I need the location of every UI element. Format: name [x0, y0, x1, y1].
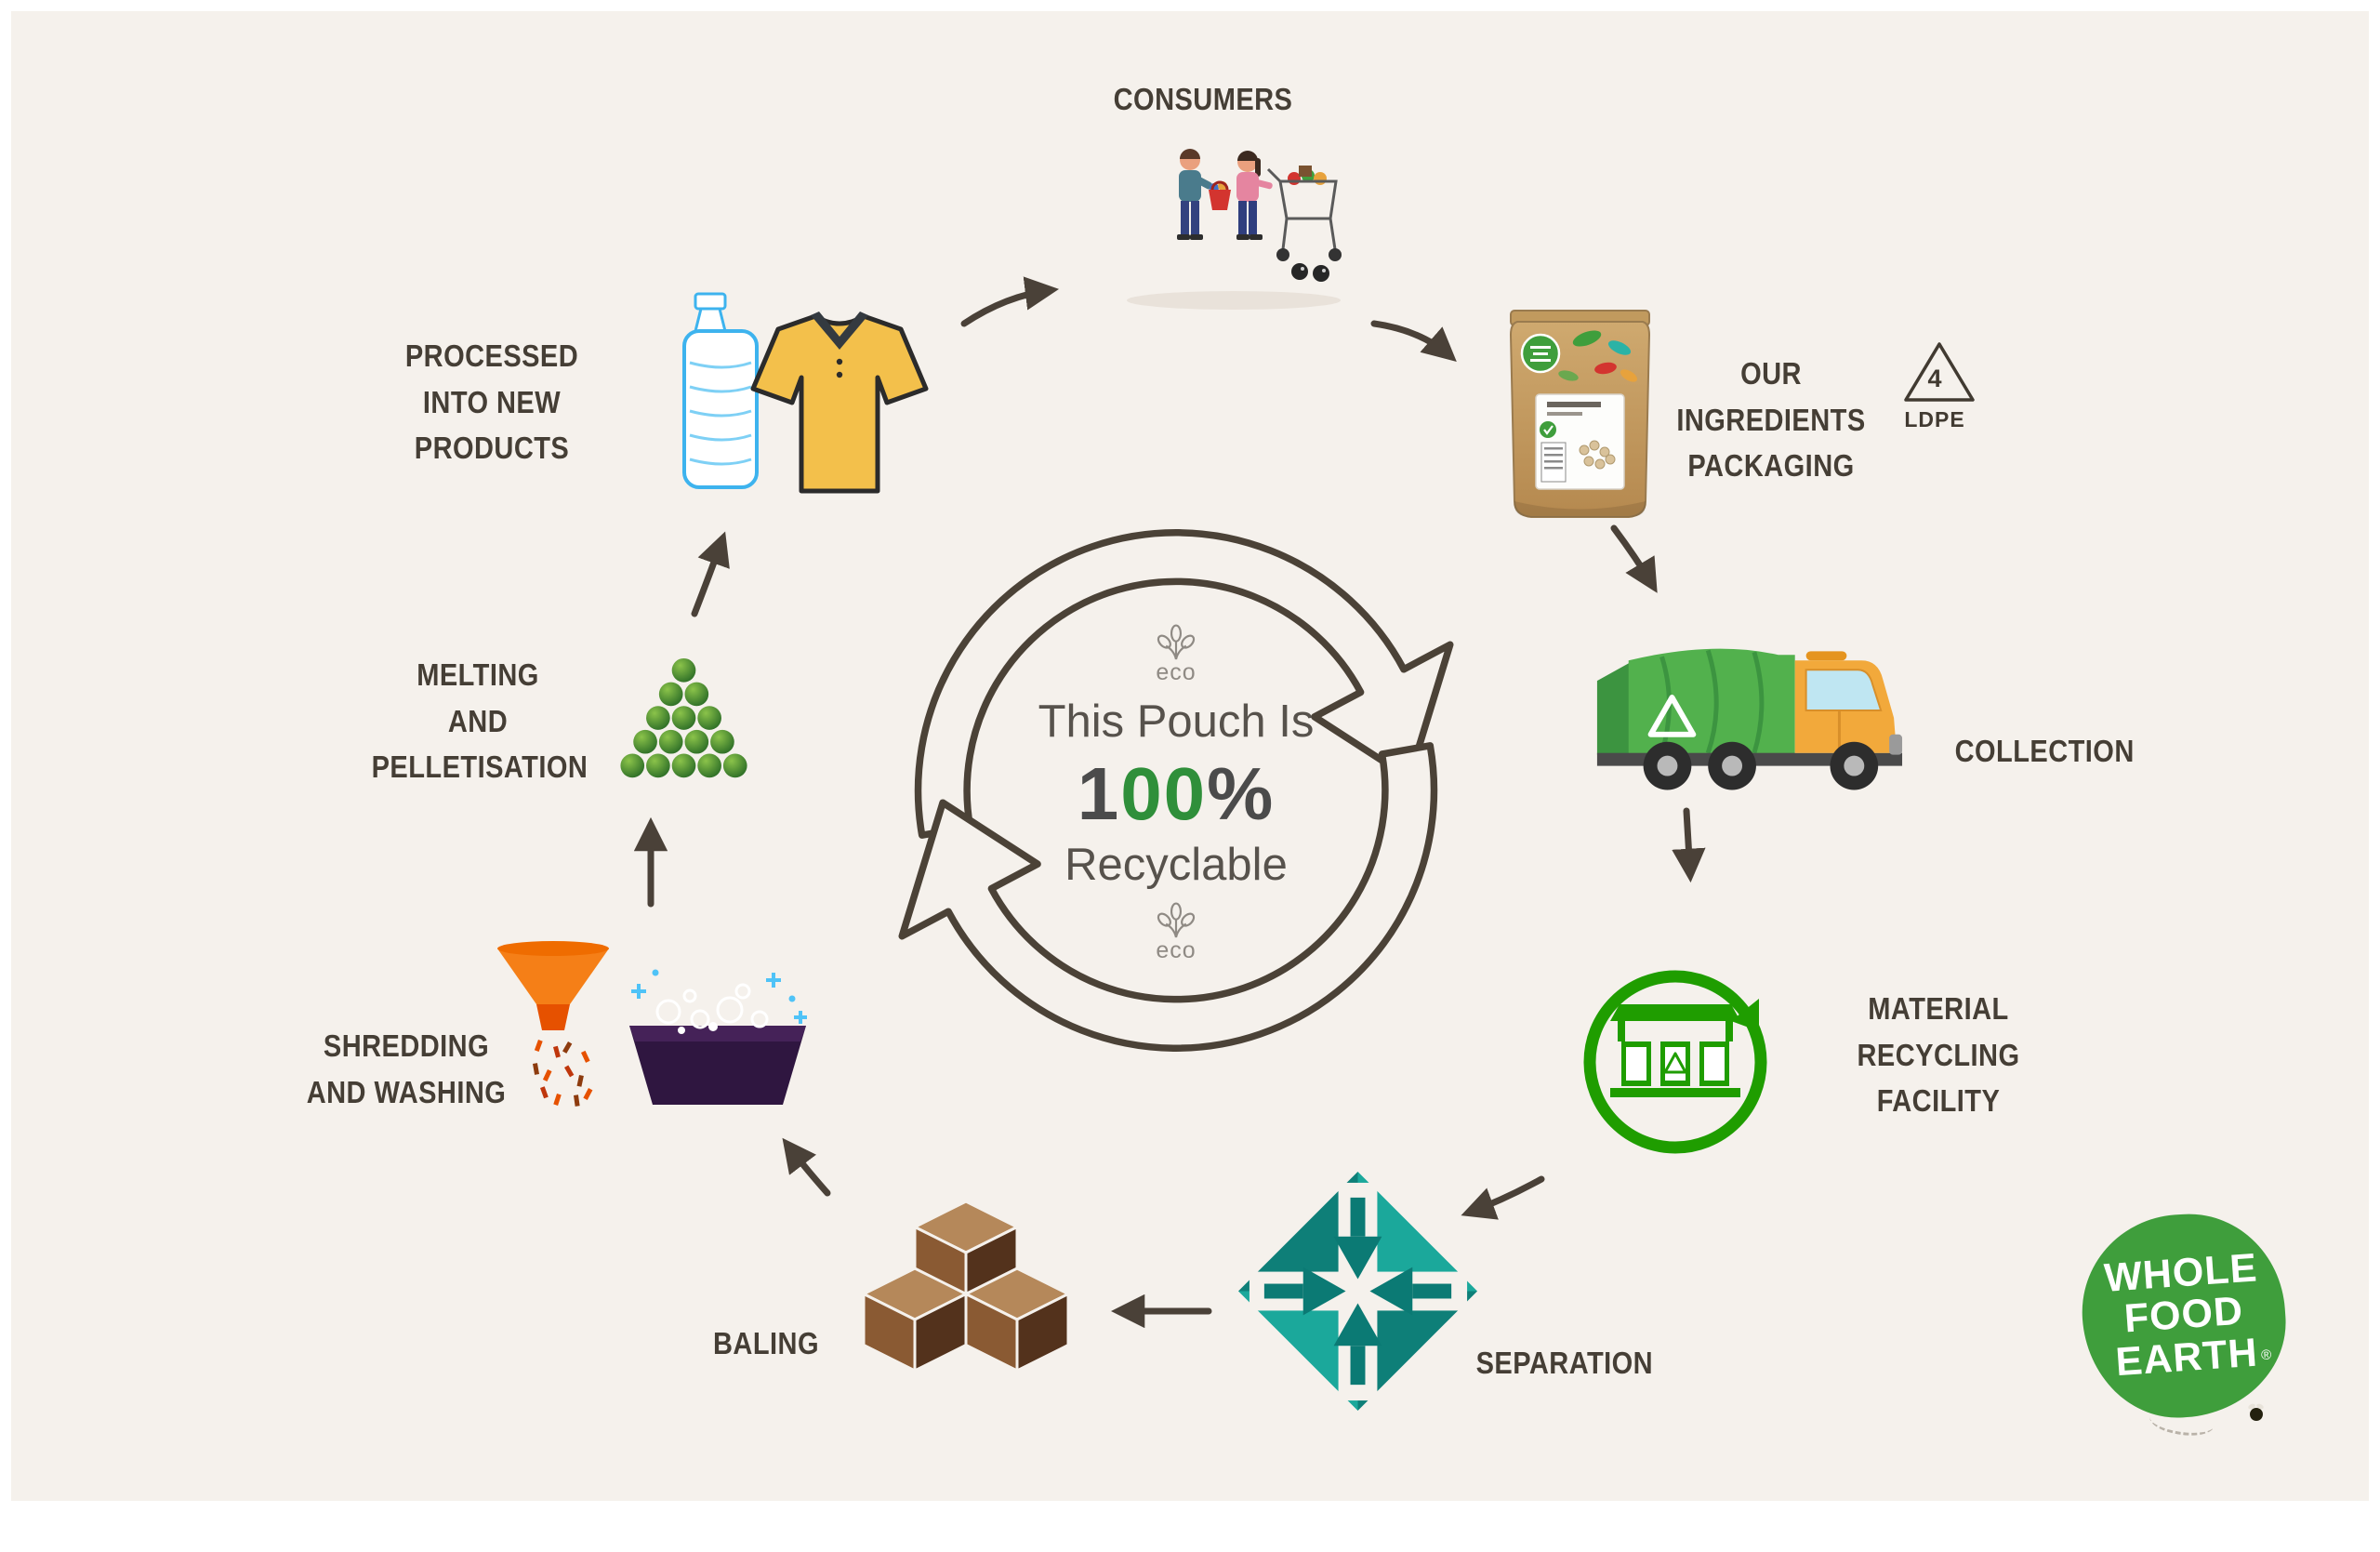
ldpe-resin-code: 4 LDPE [1895, 338, 1984, 441]
woman-figure [1236, 151, 1273, 240]
pouch-print [1558, 330, 1638, 382]
eco-badge-top: eco [1151, 624, 1201, 686]
pouch-icon [1509, 310, 1651, 518]
claim-percentage: 100% [1078, 751, 1276, 837]
sparkles [631, 973, 807, 1024]
processed-label: PROCESSED INTO NEW PRODUCTS [404, 338, 579, 465]
new-products-icon [682, 292, 929, 494]
shopping-basket [1209, 180, 1231, 210]
man-figure [1177, 149, 1213, 240]
consumers-label: CONSUMERS [1113, 82, 1293, 116]
collection-label: COLLECTION [1954, 734, 2135, 768]
registered-mark: ® [2260, 1346, 2272, 1364]
eco-label-bottom: eco [1156, 937, 1197, 963]
shredder-funnel [497, 941, 609, 1107]
ldpe-code: LDPE [1904, 407, 1965, 431]
flow-arrows [633, 276, 1706, 1329]
water-bottle [682, 292, 759, 489]
cycle-circle-icon [898, 529, 1454, 1052]
eco-leaf-icon [1157, 624, 1196, 660]
pouch-label [1535, 393, 1625, 490]
pct-digit-1: 1 [1077, 752, 1121, 835]
bee-icon [2250, 1408, 2263, 1421]
shredding-label: SHREDDING AND WASHING [306, 1028, 507, 1109]
tshirt [750, 312, 929, 494]
baling-icon [862, 1200, 1070, 1373]
packaging-label: OUR INGREDIENTS PACKAGING [1676, 356, 1866, 483]
ldpe-number: 4 [1927, 365, 1942, 392]
consumers-icon [1127, 149, 1342, 310]
eco-leaf-icon [1157, 902, 1196, 938]
garbage-truck-icon [1596, 648, 1903, 790]
shreds [533, 1040, 593, 1107]
claim-line-1: This Pouch Is [1038, 696, 1315, 747]
separation-arrows [1263, 1197, 1452, 1386]
eco-badge-bottom: eco [1151, 902, 1201, 964]
mrf-label: MATERIAL RECYCLING FACILITY [1857, 991, 2020, 1118]
wash-basin [629, 969, 807, 1105]
mrf-icon [1583, 970, 1767, 1154]
logo-line-3: EARTH [2114, 1330, 2260, 1385]
shopping-cart [1266, 166, 1342, 261]
ldpe-triangle-icon [1904, 342, 1975, 402]
recycle-symbol [1647, 695, 1697, 737]
eco-label-top: eco [1156, 659, 1197, 685]
melting-label: MELTING AND PELLETISATION [371, 657, 588, 784]
shredding-washing-icon [497, 941, 807, 1107]
pct-digits-00: 00 [1120, 752, 1208, 835]
separation-icon [1237, 1171, 1478, 1412]
recycle-symbol [1663, 1052, 1687, 1074]
pellets-icon [620, 657, 747, 778]
pouch-brand-roundel [1520, 333, 1561, 374]
center-claim: eco This Pouch Is 100% Recyclable eco [953, 580, 1399, 1008]
pct-sign: % [1207, 752, 1276, 835]
claim-line-2: Recyclable [1064, 840, 1288, 890]
separation-label: SEPARATION [1475, 1346, 1654, 1380]
baling-label: BALING [713, 1326, 819, 1360]
wheels [1643, 741, 1879, 790]
